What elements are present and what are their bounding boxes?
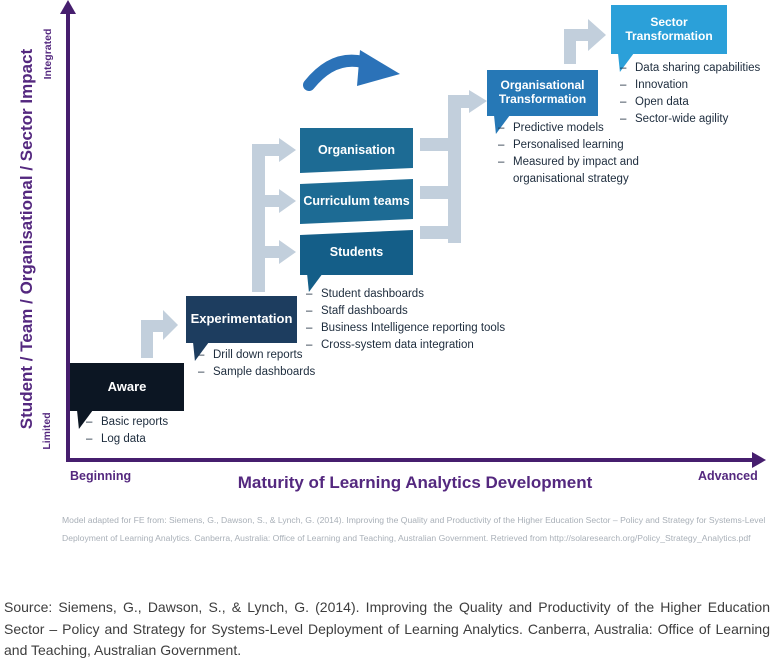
x-axis-arrowhead-icon [752,452,766,468]
y-axis-line [66,12,70,460]
fork-arrow-icon [252,138,296,292]
bullet-text: Log data [101,433,146,445]
dash-bullet-icon [620,94,635,111]
dash-bullet-icon [498,154,513,188]
dash-bullet-icon [306,320,321,337]
dash-bullet-icon [306,337,321,354]
bullet-text: Sample dashboards [213,366,316,378]
dash-bullet-icon [306,286,321,303]
bullet-item: Measured by impact and organisational st… [498,154,656,188]
dash-bullet-icon [498,120,513,137]
bullet-text: Innovation [635,79,689,91]
y-axis-arrowhead-icon [60,0,76,14]
bullet-text: Personalised learning [513,139,624,151]
source-citation: Source: Siemens, G., Dawson, S., & Lynch… [4,599,770,658]
bullet-text: Staff dashboards [321,305,408,317]
bullet-item: Log data [86,431,206,448]
bullet-text: Cross-system data integration [321,339,474,351]
y-axis-title: Student / Team / Organisational / Sector… [17,48,36,430]
bullet-item: Predictive models [498,120,656,137]
dash-bullet-icon [198,347,213,364]
bullet-text: Predictive models [513,122,604,134]
bullet-text: Data sharing capabilities [635,62,761,74]
bullet-item: Business Intelligence reporting tools [306,320,521,337]
stage-sector-transformation-label: Sector Transformation [625,14,713,43]
bracket-arrow-icon [420,90,487,243]
y-axis-top-label: Integrated [42,28,54,80]
bullet-item: Student dashboards [306,286,521,303]
bent-arrow-icon [141,310,178,358]
stage-experimentation-label: Experimentation [190,311,293,327]
bullet-text: Drill down reports [213,349,303,361]
bullet-text: Student dashboards [321,288,424,300]
stack-level-students-label: Students [329,245,384,260]
stack-level-students-box: Students [300,230,413,275]
dash-bullet-icon [86,414,101,431]
dash-bullet-icon [86,431,101,448]
bent-arrow-icon [564,19,606,64]
bullet-text: Basic reports [101,416,169,428]
bullet-item: Cross-system data integration [306,337,521,354]
stage-aware-box: Aware [70,363,184,411]
bullet-text: Business Intelligence reporting tools [321,322,506,334]
bullet-item: Open data [620,94,770,111]
stage-org-transformation-label: Organisational Transformation [498,78,587,106]
y-axis-bottom-label: Limited [41,412,53,450]
stage-sector-transformation-box: Sector Transformation [611,5,727,54]
dash-bullet-icon [198,364,213,381]
stack-level-organisation-box: Organisation [300,128,413,173]
x-axis-left-label: Beginning [70,469,132,483]
stage-org-transformation-box: Organisational Transformation [487,70,598,116]
figure-caption-line-1: Model adapted for FE from: Siemens, G., … [62,515,766,525]
dash-bullet-icon [620,60,635,77]
experimentation-bullets: Drill down reports Sample dashboards [198,347,338,381]
bullet-item: Data sharing capabilities [620,60,770,77]
figure-caption-line-2: Deployment of Learning Analytics. Canber… [62,533,751,543]
x-axis-title: Maturity of Learning Analytics Developme… [237,473,593,492]
bullet-item: Basic reports [86,414,206,431]
sector-transformation-bullets: Data sharing capabilities Innovation Ope… [620,60,770,128]
dash-bullet-icon [498,137,513,154]
dash-bullet-icon [620,111,635,128]
bullet-item: Innovation [620,77,770,94]
curved-arrow-icon [303,50,400,91]
bullet-item: Sector-wide agility [620,111,770,128]
stack-level-curriculum-teams-box: Curriculum teams [300,179,413,224]
dash-bullet-icon [620,77,635,94]
bullet-item: Staff dashboards [306,303,521,320]
stage-experimentation-box: Experimentation [186,296,297,343]
stack-level-curriculum-teams-label: Curriculum teams [303,194,410,209]
stage-aware-label: Aware [107,378,147,394]
bullet-item: Sample dashboards [198,364,338,381]
org-transformation-bullets: Predictive models Personalised learning … [498,120,656,188]
x-axis-line [66,458,754,462]
bullet-text: Open data [635,96,689,108]
bullet-item: Personalised learning [498,137,656,154]
dash-bullet-icon [306,303,321,320]
stack-level-organisation-label: Organisation [317,143,396,158]
bullet-text: Measured by impact and organisational st… [513,156,639,185]
x-axis-right-label: Advanced [698,469,758,483]
bullet-text: Sector-wide agility [635,113,729,125]
stack-bullets: Student dashboards Staff dashboards Busi… [306,286,521,354]
aware-bullets: Basic reports Log data [86,414,206,448]
bullet-item: Drill down reports [198,347,338,364]
